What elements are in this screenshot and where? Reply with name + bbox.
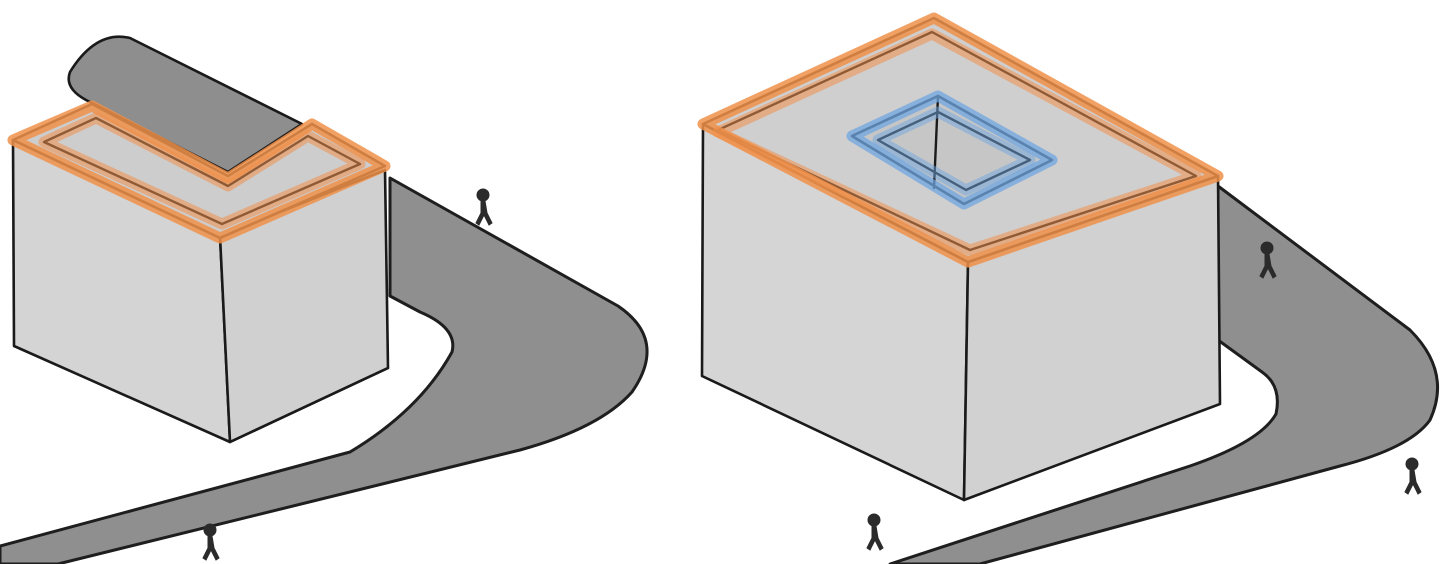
pedestrian-icon [866, 513, 884, 551]
skylight-highlight [846, 90, 1058, 210]
right-roof-edge-highlight [697, 12, 1224, 268]
pedestrian-icon [475, 188, 493, 226]
left-building-base-line [228, 366, 390, 444]
left-roof-edge-highlight [7, 100, 391, 244]
pedestrian-icon [202, 523, 220, 561]
right-scene [697, 12, 1440, 564]
pedestrian-icon [1259, 241, 1277, 279]
left-scene [0, 35, 649, 564]
right-road [888, 184, 1440, 564]
left-road [0, 176, 649, 564]
pedestrian-icon [1404, 457, 1422, 495]
